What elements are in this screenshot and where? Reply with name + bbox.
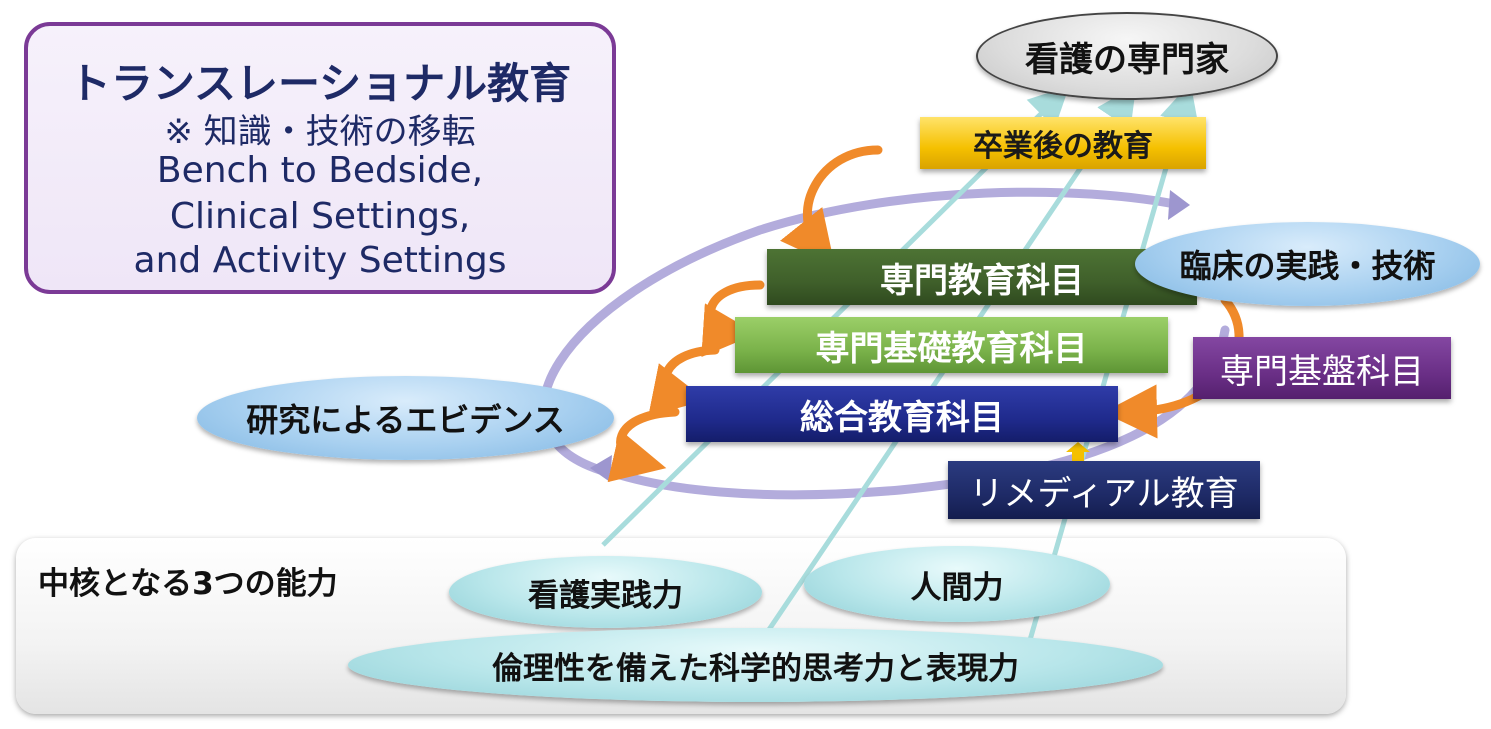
foundation-subjects-box: 専門基盤科目: [1193, 337, 1451, 399]
title-line-2: Clinical Settings,: [169, 196, 471, 237]
remedial-up-arrow: [1066, 442, 1090, 462]
ability-label: 人間力: [910, 569, 1004, 606]
basic-specialized-subjects-bar: 専門基礎教育科目: [735, 317, 1168, 373]
clinical-practice-label: 臨床の実践・技術: [1179, 247, 1436, 285]
specialized-label: 専門教育科目: [880, 260, 1084, 301]
ability-oval-scientific-thinking: 倫理性を備えた科学的思考力と表現力: [348, 628, 1163, 702]
ability-label: 看護実践力: [528, 577, 683, 614]
ability-oval-nursing-practice: 看護実践力: [449, 556, 762, 628]
ability-label: 倫理性を備えた科学的思考力と表現力: [492, 650, 1019, 687]
research-evidence-oval: 研究によるエビデンス: [197, 376, 614, 460]
remedial-label: リメディアル教育: [969, 473, 1239, 514]
specialized-subjects-bar: 専門教育科目: [767, 249, 1197, 305]
core-abilities-title: 中核となる3つの能力: [38, 566, 338, 602]
basic-specialized-label: 専門基礎教育科目: [815, 328, 1088, 369]
foundation-subjects-label: 専門基盤科目: [1220, 351, 1424, 392]
general-subjects-bar: 総合教育科目: [686, 386, 1118, 442]
post-grad-education: 卒業後の教育: [920, 117, 1206, 169]
general-subjects-label: 総合教育科目: [800, 397, 1004, 438]
title-line-1: Bench to Bedside,: [156, 150, 484, 191]
title-box: トランスレーショナル教育 ※ 知識・技術の移転 Bench to Bedside…: [24, 22, 616, 294]
title-line-3: and Activity Settings: [133, 240, 507, 281]
clinical-practice-oval: 臨床の実践・技術: [1135, 222, 1480, 306]
research-evidence-label: 研究によるエビデンス: [246, 401, 565, 439]
title-subtitle: ※ 知識・技術の移転: [164, 112, 476, 152]
goal-nursing-expert: 看護の専門家: [976, 12, 1278, 100]
goal-label: 看護の専門家: [1025, 39, 1229, 80]
post-grad-label: 卒業後の教育: [973, 129, 1153, 164]
remedial-education-box: リメディアル教育: [948, 461, 1260, 519]
ability-oval-humanity: 人間力: [804, 546, 1110, 622]
title-heading: トランスレーショナル教育: [68, 59, 572, 108]
